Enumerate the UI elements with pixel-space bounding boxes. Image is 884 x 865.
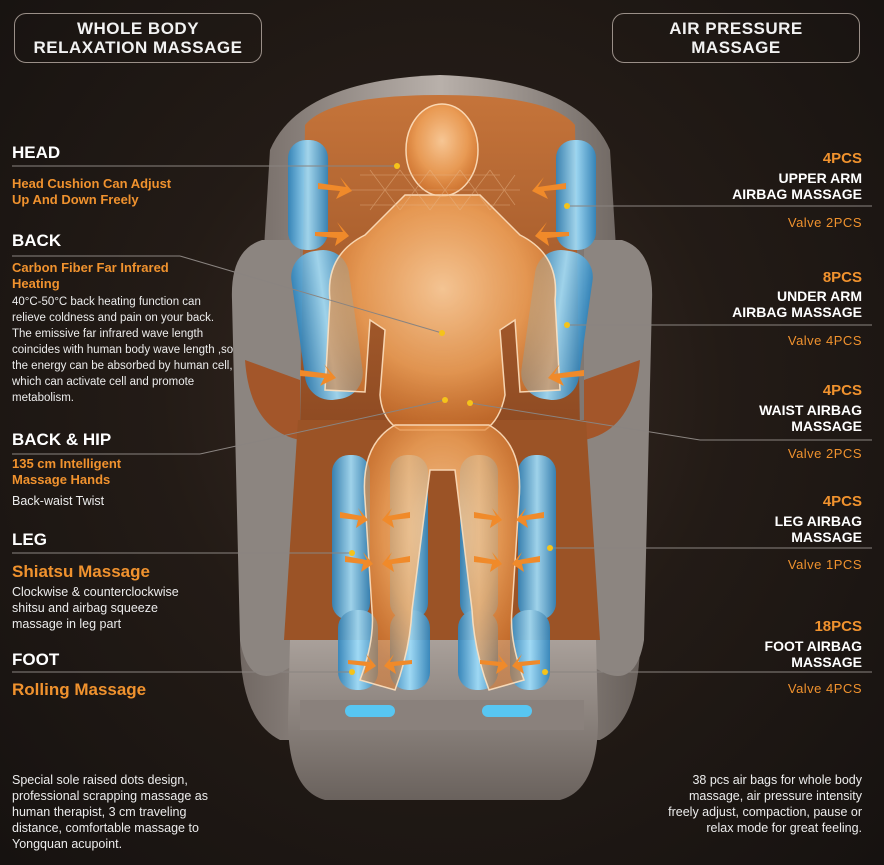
air-bags-note: 38 pcs air bags for whole body massage, … <box>668 773 862 835</box>
upper-arm-valve: Valve 2PCS <box>787 215 862 230</box>
foot-subtitle: Rolling Massage <box>12 680 147 699</box>
under-arm-count: 8PCS <box>822 269 862 286</box>
leg-airbag-count: 4PCS <box>822 493 862 510</box>
leg-airbag-valve: Valve 1PCS <box>787 557 862 572</box>
whole-body-title: WHOLE BODY RELAXATION MASSAGE <box>14 13 262 63</box>
back-title: BACK <box>12 231 62 250</box>
back-hip-description: Back-waist Twist <box>12 494 105 508</box>
sole-design-note: Special sole raised dots design, profess… <box>12 773 208 851</box>
foot-airbag-valve: Valve 4PCS <box>787 681 862 696</box>
leg-airbag-title: LEG AIRBAG MASSAGE <box>774 513 862 545</box>
back-hip-subtitle: 135 cm Intelligent Massage Hands <box>12 456 122 487</box>
waist-count: 4PCS <box>822 382 862 399</box>
under-arm-title: UNDER ARM AIRBAG MASSAGE <box>732 288 862 320</box>
leg-subtitle: Shiatsu Massage <box>12 562 150 581</box>
leg-description: Clockwise & counterclockwise shitsu and … <box>12 585 179 631</box>
back-hip-title: BACK & HIP <box>12 430 112 449</box>
waist-valve: Valve 2PCS <box>787 446 862 461</box>
foot-airbag-count: 18PCS <box>814 618 862 635</box>
waist-title: WAIST AIRBAG MASSAGE <box>759 402 862 434</box>
leg-title: LEG <box>12 530 47 549</box>
upper-arm-count: 4PCS <box>822 150 862 167</box>
air-pressure-title: AIR PRESSURE MASSAGE <box>612 13 860 63</box>
back-subtitle: Carbon Fiber Far Infrared Heating <box>12 260 169 291</box>
head-title: HEAD <box>12 143 61 162</box>
head-subtitle: Head Cushion Can Adjust Up And Down Free… <box>12 176 172 207</box>
upper-arm-title: UPPER ARM AIRBAG MASSAGE <box>732 170 862 202</box>
back-description: 40°C-50°C back heating function can reli… <box>12 296 234 404</box>
foot-title: FOOT <box>12 650 60 669</box>
foot-airbag-title: FOOT AIRBAG MASSAGE <box>764 638 862 670</box>
under-arm-valve: Valve 4PCS <box>787 333 862 348</box>
